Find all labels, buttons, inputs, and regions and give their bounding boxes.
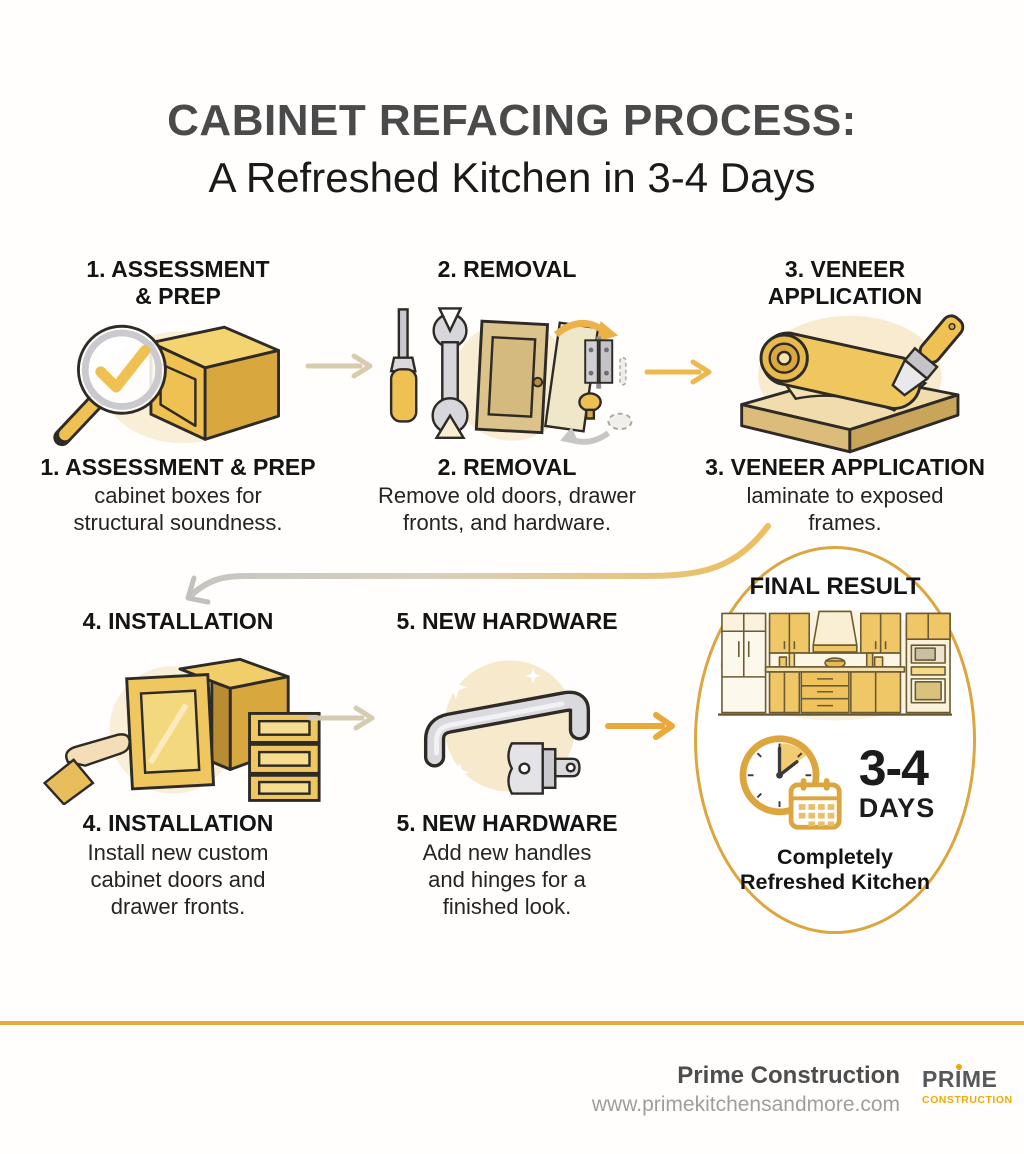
step-3-veneer-application: 3. VENEER APPLICATION (685, 256, 1005, 566)
arrow-right-step4-to-step5-icon (306, 704, 380, 737)
duration-text: 3-4 DAYS (858, 740, 936, 824)
step-3-header: 3. VENEER APPLICATION (685, 256, 1005, 309)
step-4-label: 4. INSTALLATION (82, 810, 274, 836)
final-result-caption-wrap: Completely Refreshed Kitchen (697, 845, 973, 896)
final-result-card: FINAL RESULT (694, 546, 976, 934)
step-2-label: 2. REMOVAL (437, 454, 577, 480)
logo-gold-dot-icon (956, 1064, 962, 1070)
step-5-header: 5. NEW HARDWARE (347, 608, 667, 635)
step-1-description: cabinet boxes for structural soundness. (73, 483, 283, 535)
step-3-header-line1: 3. VENEER (784, 256, 906, 282)
hand-installing-cabinet-door-icon (18, 646, 338, 806)
arrow-right-step5-to-final-icon (604, 711, 680, 746)
page-title: CABINET REFACING PROCESS: (167, 96, 857, 145)
arrow-right-step2-to-step3-icon (643, 358, 717, 391)
duration-value: 3-4 (858, 740, 929, 797)
step-3-description: laminate to exposed frames. (746, 483, 944, 535)
step-1-assessment-prep: 1. ASSESSMENT & PREP 1. ASSESSMENT & PRE… (18, 256, 338, 566)
step-5-description: Add new handles and hinges for a finishe… (422, 840, 592, 919)
logo-subtitle: CONSTRUCTION (922, 1094, 1013, 1106)
final-result-caption: Completely Refreshed Kitchen (740, 845, 930, 895)
magnifier-check-cabinet-box-icon (18, 300, 338, 454)
arrow-right-step1-to-step2-icon (304, 352, 378, 385)
veneer-roll-brush-board-icon (685, 300, 1005, 454)
step-4-header: 4. INSTALLATION (18, 608, 338, 635)
step-2-removal: 2. REMOVAL (347, 256, 667, 566)
prime-construction-logo: PRIME CONSTRUCTION (922, 1064, 1013, 1106)
logo-title-text: PRIME (922, 1066, 998, 1092)
screwdriver-wrench-door-hardware-icon (347, 300, 667, 454)
step-1-header-line1: 1. ASSESSMENT (86, 256, 270, 282)
duration-block: 3-4 DAYS (697, 731, 973, 838)
step-3-header-line2: APPLICATION (767, 282, 923, 309)
website-url: www.primekitchensandmore.com (591, 1093, 900, 1116)
step-3-label: 3. VENEER APPLICATION (705, 454, 985, 480)
clock-calendar-icon (735, 731, 851, 838)
handle-hinge-sparkles-icon (347, 646, 667, 806)
duration-unit: DAYS (858, 792, 936, 823)
final-result-title: FINAL RESULT (749, 573, 921, 600)
step-1-header: 1. ASSESSMENT & PREP (18, 256, 338, 309)
logo-title: PRIME (922, 1064, 998, 1092)
arrow-curved-step3-to-step4-icon (130, 518, 790, 623)
step-4-header-line1: 4. INSTALLATION (82, 608, 274, 634)
company-name: Prime Construction (677, 1062, 900, 1089)
step-4-installation: 4. INSTALLATION (18, 608, 338, 919)
refreshed-kitchen-icon (716, 603, 954, 728)
step-2-description: Remove old doors, drawer fronts, and har… (377, 483, 636, 535)
step-2-header-line1: 2. REMOVAL (437, 256, 577, 282)
step-2-header: 2. REMOVAL (347, 256, 667, 283)
page-subtitle: A Refreshed Kitchen in 3-4 Days (208, 154, 816, 201)
step-1-header-line2: & PREP (135, 282, 221, 309)
step-5-header-line1: 5. NEW HARDWARE (396, 608, 618, 634)
step-5-label: 5. NEW HARDWARE (396, 810, 618, 836)
step-4-description: Install new custom cabinet doors and dra… (87, 840, 269, 919)
step-1-label: 1. ASSESSMENT & PREP (40, 454, 316, 480)
step-5-new-hardware: 5. NEW HARDWARE (347, 608, 667, 919)
footer-divider (0, 1021, 1024, 1025)
title-block: CABINET REFACING PROCESS: A Refreshed Ki… (0, 96, 1024, 202)
footer-text-block: Prime Construction www.primekitchensandm… (592, 1062, 900, 1117)
